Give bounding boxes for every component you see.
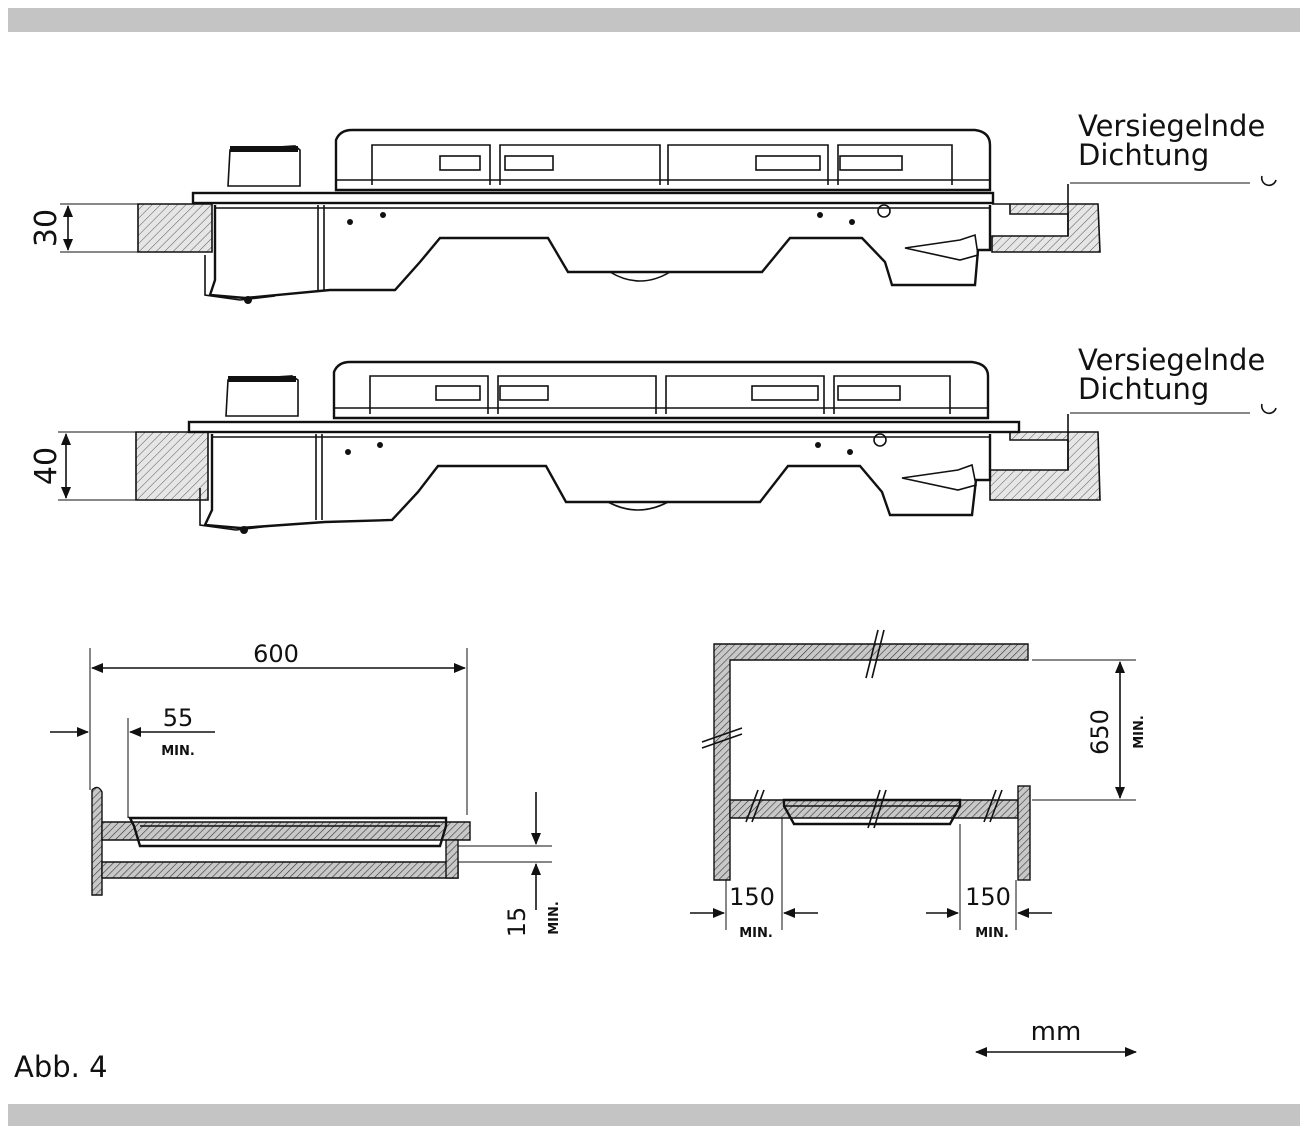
offset-55-min-label: MIN. xyxy=(161,744,195,759)
side-150-left-min-label: MIN. xyxy=(739,926,773,941)
burner-1-40 xyxy=(435,385,481,401)
height-650-label: 650 xyxy=(1086,709,1114,755)
hob-top-plate-40 xyxy=(187,420,1021,434)
bottom-band xyxy=(8,1104,1300,1126)
figure-label: Abb. 4 xyxy=(14,1050,108,1084)
worktop-left-40 xyxy=(135,431,209,501)
burner-3-30 xyxy=(755,155,821,171)
burner-4-40 xyxy=(837,385,901,401)
right-wall xyxy=(1017,785,1031,881)
width-600-label: 600 xyxy=(253,640,299,668)
worktop-thickness-30-label: 30 xyxy=(29,209,64,247)
offset-55-label: 55 xyxy=(163,704,194,732)
lower-shelf xyxy=(101,861,459,879)
worktop-cross-section xyxy=(101,821,471,841)
side-150-right-min-label: MIN. xyxy=(975,926,1009,941)
burner-3-40 xyxy=(751,385,819,401)
hob-appliance xyxy=(128,816,448,848)
side-150-right-label: 150 xyxy=(965,883,1011,911)
gasket-label-line1-40: Versiegelnde xyxy=(1078,343,1265,377)
gasket-label-line1-30: Versiegelnde xyxy=(1078,109,1265,143)
gasket-label-line2-40: Dichtung xyxy=(1078,372,1209,406)
worktop-right-30 xyxy=(991,203,1101,253)
gap-15-label: 15 xyxy=(503,907,531,938)
gap-15-min-label: MIN. xyxy=(547,901,562,935)
hob-top-plate-30 xyxy=(191,191,995,205)
side-wall xyxy=(91,786,103,896)
pan-supports-40 xyxy=(332,360,990,420)
unit-indicator: mm xyxy=(975,1017,1137,1057)
hob-section-30: 30 Versiegelnde Dichtung xyxy=(29,109,1277,304)
clearance-view: 650 MIN. 150 MIN. 150 MIN. xyxy=(690,629,1147,941)
burner-1-30 xyxy=(439,155,481,171)
worktop-thickness-40-label: 40 xyxy=(29,447,64,485)
burner-2-40 xyxy=(499,385,549,401)
gasket-label-line2-30: Dichtung xyxy=(1078,138,1209,172)
height-650-min-label: MIN. xyxy=(1132,715,1147,749)
unit-label: mm xyxy=(1031,1017,1082,1047)
side-150-left-label: 150 xyxy=(729,883,775,911)
worktop-left-30 xyxy=(137,203,213,253)
top-band xyxy=(8,8,1300,32)
burner-2-30 xyxy=(504,155,554,171)
hob-body-40 xyxy=(203,434,992,530)
pan-supports-30 xyxy=(334,128,992,192)
hob-body-30 xyxy=(208,205,992,300)
cutout-offsets-view: 600 55 MIN. 15 MIN. xyxy=(50,640,562,937)
burner-4-30 xyxy=(839,155,903,171)
worktop-right-40 xyxy=(989,431,1101,501)
upper-cabinet xyxy=(713,643,1029,881)
hob-section-40: 40 Versiegelnde Dichtung xyxy=(29,343,1277,534)
